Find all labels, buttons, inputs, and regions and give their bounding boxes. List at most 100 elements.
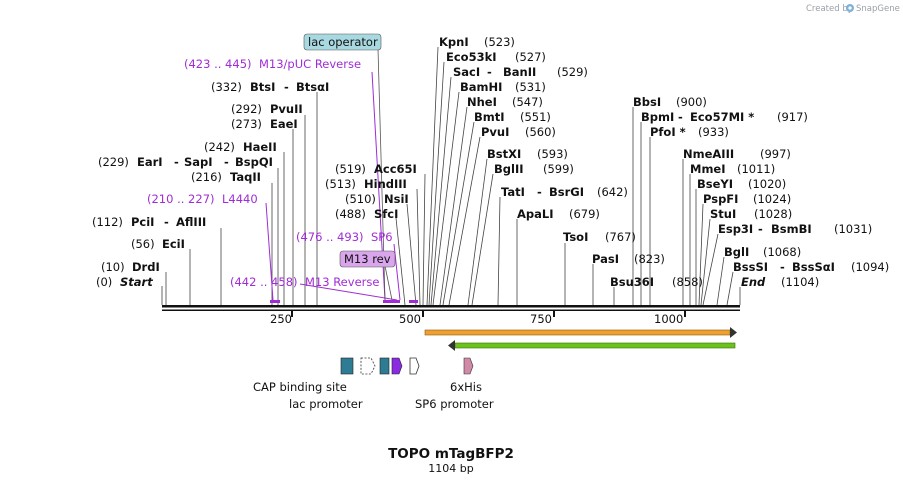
svg-text:AflIII: AflIII bbox=[176, 215, 206, 229]
primer-label-l4440[interactable]: (210 .. 227) L4440 bbox=[147, 192, 258, 206]
svg-text:(0): (0) bbox=[96, 275, 112, 289]
l4440-primer-bar bbox=[270, 300, 280, 303]
site-label-saci-banii[interactable]: SacI - BanII (529) bbox=[453, 65, 588, 79]
site-label-eari-sapi-bspqi[interactable]: (229) EarI - SapI - BspQI bbox=[98, 155, 273, 169]
svg-text:BseYI: BseYI bbox=[697, 177, 733, 191]
site-label-bglii[interactable]: BglII (599) bbox=[494, 162, 574, 176]
site-label-stui[interactable]: StuI (1028) bbox=[710, 207, 792, 221]
svg-text:(858): (858) bbox=[672, 275, 703, 289]
site-label-pasi[interactable]: PasI (823) bbox=[592, 252, 665, 266]
svg-text:(210 .. 227): (210 .. 227) bbox=[147, 192, 215, 206]
svg-text:-: - bbox=[678, 110, 683, 124]
site-label-mmei[interactable]: MmeI (1011) bbox=[690, 162, 775, 176]
primer-label-m13-reverse[interactable]: (442 .. 458) M13 Reverse bbox=[230, 275, 379, 289]
site-label-drdi[interactable]: (10) DrdI bbox=[101, 260, 160, 274]
svg-text:DrdI: DrdI bbox=[132, 260, 160, 274]
svg-text:NheI: NheI bbox=[467, 95, 497, 109]
site-label-kpni[interactable]: KpnI (523) bbox=[439, 35, 515, 49]
site-label-sfci[interactable]: (488) SfcI bbox=[335, 207, 398, 221]
svg-text:End: End bbox=[741, 275, 766, 289]
site-label-bpmi-eco57mi[interactable]: BpmI - Eco57MI * (917) bbox=[641, 110, 808, 124]
svg-text:SfcI: SfcI bbox=[374, 207, 398, 221]
green-feature-arrow[interactable] bbox=[448, 340, 736, 351]
orange-feature-arrow[interactable] bbox=[424, 327, 737, 338]
svg-text:(476 .. 493): (476 .. 493) bbox=[296, 230, 364, 244]
site-label-bstxi[interactable]: BstXI (593) bbox=[487, 147, 568, 161]
svg-text:PfoI *: PfoI * bbox=[650, 125, 686, 139]
site-label-eco53ki[interactable]: Eco53kI (527) bbox=[446, 50, 546, 64]
svg-text:(1011): (1011) bbox=[737, 162, 775, 176]
site-label-bgli[interactable]: BglI (1068) bbox=[724, 245, 801, 259]
primer-label-sp6[interactable]: (476 .. 493) SP6 bbox=[296, 230, 393, 244]
svg-text:(823): (823) bbox=[634, 252, 665, 266]
svg-text:(442 .. 458): (442 .. 458) bbox=[230, 275, 298, 289]
site-label-bbsi[interactable]: BbsI (900) bbox=[633, 95, 707, 109]
svg-text:(1031): (1031) bbox=[834, 222, 872, 236]
site-label-nmeaiii[interactable]: NmeAIII (997) bbox=[683, 147, 791, 161]
svg-text:(560): (560) bbox=[525, 125, 556, 139]
svg-text:TatI: TatI bbox=[501, 185, 525, 199]
sp6-promoter-label: SP6 promoter bbox=[415, 397, 494, 411]
site-label-bseyi[interactable]: BseYI (1020) bbox=[697, 177, 786, 191]
svg-text:HaeII: HaeII bbox=[243, 140, 277, 154]
svg-text:(1024): (1024) bbox=[753, 192, 791, 206]
primer-label-m13-puc-reverse[interactable]: (423 .. 445) M13/pUC Reverse bbox=[184, 57, 361, 71]
sp6-primer-bar bbox=[409, 300, 418, 303]
svg-text:(510): (510) bbox=[345, 192, 376, 206]
site-label-nhei[interactable]: NheI (547) bbox=[467, 95, 543, 109]
site-label-taqii[interactable]: (216) TaqII bbox=[191, 170, 261, 184]
site-label-apali[interactable]: ApaLI (679) bbox=[517, 207, 600, 221]
site-label-btsi[interactable]: (332) BtsI - BtsαI bbox=[211, 80, 329, 94]
site-label-bsssi[interactable]: BssSI - BssSαI (1094) bbox=[733, 260, 889, 274]
his-tag-box[interactable] bbox=[463, 357, 474, 375]
site-label-eaei[interactable]: (273) EaeI bbox=[231, 117, 298, 131]
m13-rev-box[interactable] bbox=[391, 357, 403, 375]
site-label-nsii[interactable]: (510) NsiI bbox=[345, 192, 409, 206]
site-label-esp3i-bsmbi[interactable]: Esp3I - BsmBI (1031) bbox=[718, 222, 872, 236]
site-label-bmti[interactable]: BmtI (551) bbox=[474, 110, 551, 124]
site-label-pvuii[interactable]: (292) PvuII bbox=[231, 102, 303, 116]
svg-text:(519): (519) bbox=[335, 162, 366, 176]
site-label-start[interactable]: (0) Start bbox=[96, 275, 153, 289]
svg-text:BstXI: BstXI bbox=[487, 147, 521, 161]
site-label-acc65i[interactable]: (519) Acc65I bbox=[335, 162, 417, 176]
site-label-ecii[interactable]: (56) EciI bbox=[131, 237, 185, 251]
svg-text:(1104): (1104) bbox=[781, 275, 819, 289]
site-label-tsoi[interactable]: TsoI (767) bbox=[563, 230, 636, 244]
map-length: 1104 bp bbox=[428, 462, 473, 475]
svg-text:BmtI: BmtI bbox=[474, 110, 505, 124]
map-title: TOPO mTagBFP2 bbox=[388, 446, 514, 462]
svg-text:Eco53kI: Eco53kI bbox=[446, 50, 497, 64]
tick-label-1000: 1000 bbox=[654, 312, 683, 326]
site-label-haeii[interactable]: (242) HaeII bbox=[204, 140, 277, 154]
feature-label-m13-rev[interactable]: M13 rev bbox=[339, 250, 396, 268]
svg-text:(332): (332) bbox=[211, 80, 242, 94]
svg-text:BbsI: BbsI bbox=[633, 95, 661, 109]
svg-text:(900): (900) bbox=[676, 95, 707, 109]
site-label-hindiii[interactable]: (513) HindIII bbox=[325, 177, 407, 191]
lac-operator-box[interactable] bbox=[379, 357, 390, 375]
svg-text:(551): (551) bbox=[520, 110, 551, 124]
svg-text:ApaLI: ApaLI bbox=[517, 207, 554, 221]
site-label-pvui[interactable]: PvuI (560) bbox=[481, 125, 556, 139]
svg-text:-: - bbox=[780, 260, 785, 274]
cap-binding-site-box[interactable] bbox=[340, 357, 354, 375]
feature-glyph-labels: CAP binding site lac promoter SP6 promot… bbox=[253, 380, 494, 411]
site-label-bsu36i[interactable]: Bsu36I (858) bbox=[610, 275, 703, 289]
svg-text:(423 .. 445): (423 .. 445) bbox=[184, 57, 252, 71]
svg-text:(292): (292) bbox=[231, 102, 262, 116]
sp6-promoter-arrow[interactable] bbox=[409, 357, 420, 375]
tick-label-250: 250 bbox=[270, 312, 292, 326]
site-label-pfoi[interactable]: PfoI * (933) bbox=[650, 125, 729, 139]
site-label-tati-bsrgi[interactable]: TatI - BsrGI (642) bbox=[501, 185, 628, 199]
site-label-end[interactable]: End (1104) bbox=[741, 275, 819, 289]
site-label-pcii-afliii[interactable]: (112) PciI - AflIII bbox=[92, 215, 206, 229]
tick-label-750: 750 bbox=[530, 312, 552, 326]
feature-label-lac-operator[interactable]: lac operator bbox=[303, 33, 382, 51]
svg-text:BssSαI: BssSαI bbox=[792, 260, 835, 274]
lac-promoter-arrow[interactable] bbox=[360, 357, 376, 375]
feature-glyphs bbox=[340, 357, 474, 375]
site-label-bamhi[interactable]: BamHI (531) bbox=[460, 80, 546, 94]
site-label-pspfi[interactable]: PspFI (1024) bbox=[703, 192, 791, 206]
